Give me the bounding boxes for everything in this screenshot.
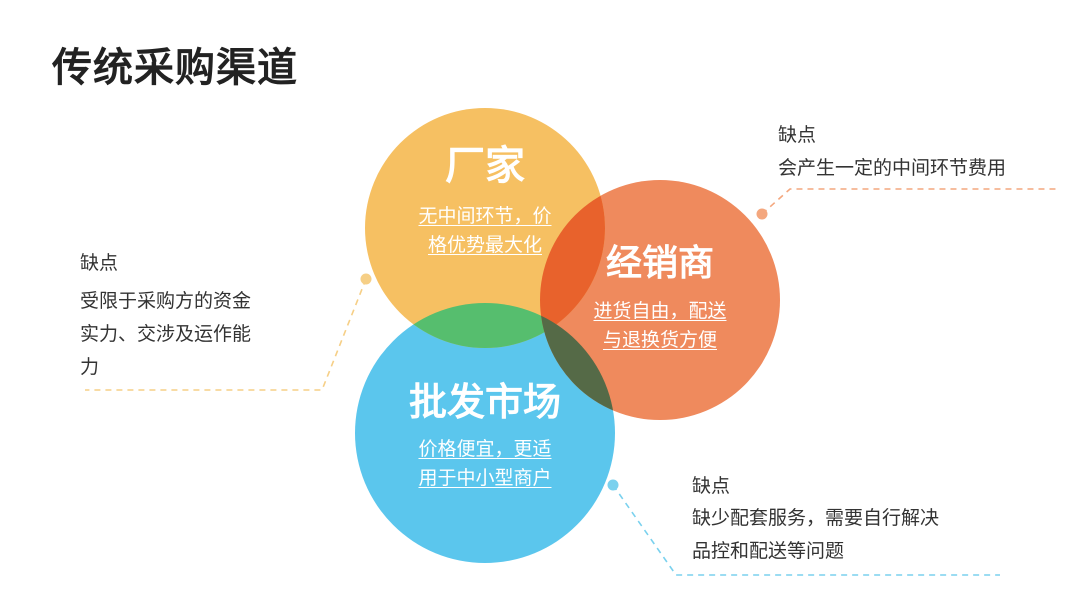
page-title: 传统采购渠道	[52, 45, 298, 91]
dealer-title: 经销商	[605, 243, 714, 284]
wholesale-note-line-1: 缺少配套服务，需要自行解决	[692, 507, 940, 529]
wholesale-note-line-2: 品控和配送等问题	[692, 540, 845, 562]
leader-dot-dealer	[756, 208, 768, 220]
wholesale-circle	[355, 303, 615, 563]
leader-dot-factory	[360, 273, 372, 285]
leader-dot-wholesale	[607, 479, 619, 491]
factory-title: 厂家	[445, 143, 525, 189]
factory-note-heading: 缺点	[80, 252, 119, 274]
factory-desc-line-1: 无中间环节，价	[418, 205, 552, 227]
factory-note-line-1: 受限于采购方的资金	[80, 290, 252, 312]
leader-line-dealer	[761, 188, 1060, 215]
overlap-factory-dealer	[540, 180, 605, 348]
factory-note-line-3: 力	[80, 356, 100, 378]
dealer-note-heading: 缺点	[778, 124, 817, 146]
leader-line-factory	[85, 278, 367, 391]
leader-line-wholesale	[612, 484, 1000, 576]
factory-note-line-2: 实力、交涉及运作能	[80, 323, 252, 345]
wholesale-desc-line-2: 用于中小型商户	[418, 467, 552, 489]
wholesale-desc-line-1: 价格便宜，更适	[418, 438, 552, 460]
dealer-desc-line-2: 与退换货方便	[602, 329, 717, 351]
dealer-desc-line-1: 进货自由，配送	[593, 300, 727, 322]
dealer-note-line-1: 会产生一定的中间环节费用	[778, 157, 1007, 179]
wholesale-title: 批发市场	[408, 380, 561, 424]
wholesale-note-heading: 缺点	[692, 475, 731, 497]
factory-desc-line-2: 格优势最大化	[427, 234, 542, 256]
